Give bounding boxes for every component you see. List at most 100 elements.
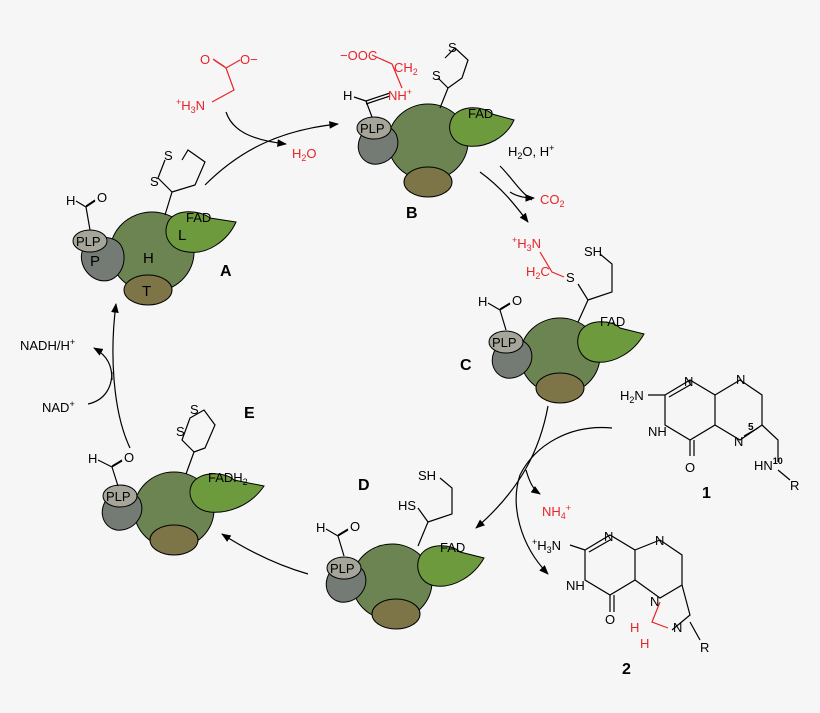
mthf-n8: N: [655, 533, 664, 548]
lipoyl-chain-c: [577, 253, 613, 323]
aldehyde-o-a: O: [97, 190, 107, 205]
p-label-a: P: [90, 253, 100, 270]
aldehyde-h-a: H: [66, 193, 75, 208]
fadh2-label-e: FADH2: [208, 470, 248, 487]
lipoyl-s1-b: S: [432, 68, 441, 83]
complex-state-a: PLP P H T L FAD H O S S A: [66, 148, 237, 306]
thiol-sh-d: SH: [418, 468, 436, 483]
compound-1-label: 1: [702, 485, 711, 502]
thf-o: O: [685, 460, 695, 475]
arrow-b-to-c: [479, 171, 529, 223]
aldehyde-bond-e: [97, 459, 123, 487]
thf-nh2: H2N: [620, 388, 644, 405]
complex-state-e: PLP FADH2 H O S S E: [88, 402, 265, 556]
h-label-a: H: [143, 250, 154, 267]
plp-d: [326, 556, 362, 580]
arrow-nh4-out: [525, 469, 541, 495]
mthf-methylene-h2: H: [640, 636, 649, 651]
thf-n3h: NH: [648, 424, 667, 439]
aldehyde-h-d: H: [316, 520, 325, 535]
aldehyde-o-e: O: [124, 450, 134, 465]
aldehyde-o-c: O: [512, 293, 522, 308]
aldehyde-bond-a: [75, 199, 96, 231]
thf-pyrimidine-ring: [664, 379, 716, 441]
l-protein-e: [189, 473, 265, 513]
mthf-double-bond: [588, 539, 611, 553]
water-released: H2O: [292, 146, 317, 163]
thf-pyrazine-ring: [714, 379, 763, 441]
thiol-sh-c: SH: [584, 244, 602, 259]
aminomethyl-c-c: H2C: [526, 264, 550, 281]
t-label-a: T: [142, 283, 151, 300]
fad-label-b: FAD: [468, 106, 493, 121]
imine-h-b: H: [343, 88, 352, 103]
lipoyl-s2-b: S: [448, 40, 457, 55]
glycine-backbone-b: [371, 54, 403, 89]
glycine-nh3: +H3N: [176, 97, 205, 115]
plp-label-d: PLP: [330, 561, 355, 576]
mthf-pyrazine-ring: [634, 539, 683, 599]
t-protein-c: [535, 372, 585, 404]
aldehyde-bond-d: [325, 528, 349, 557]
mthf-imidazolidine: [671, 584, 691, 631]
fad-label-a: FAD: [186, 210, 211, 225]
t-protein-a: [123, 274, 173, 306]
glycine-o-minus: O−: [240, 52, 258, 67]
compound-2-methylene-thf: +H3N N NH O N N N H H R 2: [532, 529, 709, 678]
thf-n5: N: [734, 434, 743, 449]
cycle-arrows: [87, 111, 613, 575]
thf-r: R: [790, 478, 799, 493]
compound-1-tetrahydrofolate: H2N N NH O N N 5 HN10 R 1: [620, 372, 799, 502]
t-protein-d: [371, 598, 421, 630]
mthf-r: R: [700, 640, 709, 655]
arrow-water-out: [225, 111, 287, 147]
arrow-nadh-out: [93, 347, 113, 381]
mthf-o: O: [605, 612, 615, 627]
aldehyde-h-c: H: [478, 294, 487, 309]
mthf-nh3: +H3N: [532, 537, 561, 555]
imine-nh-b: NH+: [388, 87, 412, 103]
state-label-a: A: [220, 263, 232, 280]
thf-n1: N: [684, 374, 693, 389]
lipoyl-s1-e: S: [176, 424, 185, 439]
l-protein-a: [165, 211, 237, 253]
arrow-thf-to-product: [515, 426, 613, 575]
dihydrolipoyl-chain-d: [417, 477, 453, 547]
thf-n10: HN10: [754, 456, 783, 473]
nadh-product: NADH/H+: [20, 337, 75, 353]
ammonium-released: NH4+: [542, 503, 571, 521]
mthf-n3h: NH: [566, 578, 585, 593]
complex-state-b: PLP FAD H NH+ −OOC CH2 S S B: [340, 40, 515, 222]
arrow-co2-out: [509, 191, 535, 202]
thioether-s-c: S: [566, 270, 575, 285]
mthf-substituents: [569, 544, 701, 641]
nad-reagent: NAD+: [42, 399, 75, 415]
complex-state-d: PLP FAD H O HS SH D: [316, 468, 485, 630]
aldehyde-bond-c: [487, 302, 511, 331]
t-protein-e: [149, 524, 199, 556]
glycine-bonds: [211, 58, 241, 103]
mthf-pyrimidine-ring: [584, 534, 636, 596]
plp-label-c: PLP: [492, 335, 517, 350]
l-protein-d: [417, 545, 485, 587]
l-protein-b: [449, 107, 515, 147]
plp-label-a: PLP: [76, 234, 101, 249]
arrow-nad-in: [87, 371, 113, 405]
carboxylate-b: −OOC: [340, 48, 377, 63]
mthf-methylene-h1: H: [630, 620, 639, 635]
arrow-c-to-d: [475, 405, 549, 529]
mthf-n1: N: [604, 529, 613, 544]
thf-double-bond: [668, 380, 691, 398]
state-label-c: C: [460, 357, 472, 374]
lipoyl-chain-b: [437, 47, 469, 109]
thf-n5-double: [743, 427, 759, 437]
ch2-b: CH2: [394, 60, 418, 77]
glycine-substrate: O O− +H3N: [176, 52, 258, 115]
compound-2-label: 2: [622, 661, 631, 678]
water-proton-reagent: H2O, H+: [508, 143, 554, 161]
lipoyl-s2-e: S: [190, 402, 199, 417]
state-label-e: E: [244, 405, 255, 422]
complex-state-c: PLP FAD H O S SH +H3N H2C C: [460, 235, 645, 404]
fad-label-d: FAD: [440, 540, 465, 555]
